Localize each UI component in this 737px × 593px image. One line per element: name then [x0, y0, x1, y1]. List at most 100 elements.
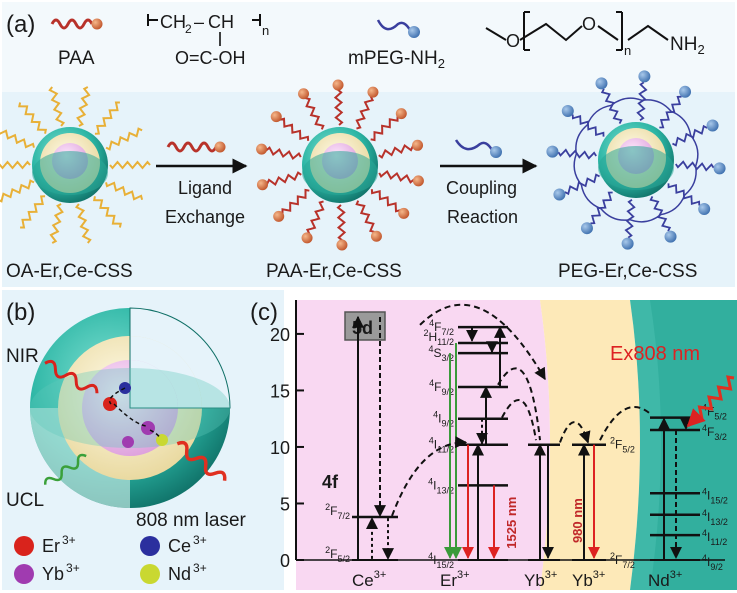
peg-end-ball — [595, 77, 608, 90]
svg-text:O: O — [582, 14, 596, 34]
paa-ball-icon — [91, 18, 103, 30]
paa-ligand — [355, 91, 375, 130]
step2-line1: Coupling — [446, 178, 517, 198]
paa-end-ball — [256, 179, 268, 191]
step1-line2: Exchange — [165, 207, 245, 227]
wl-1525: 1525 nm — [504, 497, 519, 549]
nir-wave-icon — [44, 359, 99, 394]
panel-a-legend-band — [2, 2, 735, 92]
svg-text:n: n — [624, 43, 631, 58]
paa-end-ball — [412, 139, 424, 151]
oa-ligand — [76, 86, 91, 127]
ion-bottom-yb: Yb3+ — [524, 569, 557, 590]
panel-a-label: (a) — [6, 11, 35, 38]
peg-crosslink — [690, 134, 699, 167]
svg-text:CH: CH — [208, 12, 234, 32]
particle-peg — [546, 70, 726, 250]
et-curve — [391, 436, 468, 517]
step2-chain-icon — [454, 139, 494, 151]
paa-ligand — [370, 111, 402, 142]
paa-formula: CH 2 – CH n O=C-OH — [147, 12, 269, 68]
term-label: 4I9/2 — [433, 410, 454, 429]
et-curve — [497, 367, 541, 441]
peg-chain — [571, 114, 605, 137]
svg-text:O=C-OH: O=C-OH — [175, 48, 246, 68]
shell-rim — [32, 151, 108, 195]
peg-chain — [624, 199, 636, 239]
particle-paa — [256, 79, 424, 251]
term-label: 4I11/2 — [702, 528, 727, 547]
paa-end-ball — [298, 88, 310, 100]
paa-end-ball — [256, 143, 268, 155]
paa-ligand — [333, 84, 344, 126]
step2-ball-icon — [490, 146, 502, 158]
ion-er-icon — [14, 536, 34, 556]
mpeg-name: mPEG-NH2 — [348, 48, 445, 71]
peg-chain — [649, 196, 672, 232]
peg-crosslink — [573, 153, 582, 186]
wl-980: 980 nm — [570, 498, 585, 543]
particle-paa-label: PAA-Er,Ce-CSS — [266, 261, 402, 282]
peg-crosslink — [600, 208, 631, 221]
peg-chain — [636, 81, 648, 121]
svg-text:–: – — [194, 12, 204, 32]
paa-end-ball — [332, 79, 344, 91]
oa-ligand — [0, 129, 35, 149]
zone-nd-inner — [650, 300, 737, 590]
panel-b-label: (b) — [6, 299, 35, 326]
svg-text:O: O — [506, 31, 520, 51]
ex-label: Ex808 nm — [610, 343, 700, 365]
svg-text:NH2: NH2 — [670, 34, 705, 57]
peg-end-ball — [638, 70, 651, 83]
particle-oa — [0, 86, 151, 244]
svg-text:2: 2 — [185, 22, 192, 36]
shell-rim — [598, 146, 674, 190]
ion-bottom-er: Er3+ — [440, 569, 470, 590]
paa-ligand — [260, 146, 302, 161]
ce-2f72: 2F7/2 — [325, 502, 350, 521]
oa-ligand — [20, 195, 46, 229]
laser-wave-icon — [176, 440, 227, 481]
label-4f: 4f — [322, 472, 339, 492]
step1-ball-icon — [214, 141, 226, 153]
svg-text:n: n — [262, 23, 269, 38]
peg-crosslink — [684, 165, 697, 196]
y-tick-label: 0 — [280, 551, 290, 571]
peg-crosslink — [586, 104, 612, 126]
y-tick-label: 10 — [270, 438, 290, 458]
peg-crosslink — [580, 184, 602, 210]
ce-2f52: 2F5/2 — [325, 545, 350, 564]
oa-ligand — [49, 203, 64, 244]
paa-end-ball — [395, 108, 407, 120]
oa-ligand — [94, 101, 120, 135]
paa-end-ball — [367, 86, 379, 98]
peg-chain — [659, 95, 682, 129]
peg-formula: O O n NH2 — [485, 11, 705, 58]
oa-ligand — [105, 181, 144, 201]
peg-chain — [557, 148, 597, 160]
paa-end-ball — [412, 175, 424, 187]
peg-end-ball — [713, 162, 726, 175]
peg-chain — [667, 183, 701, 206]
peg-end-ball — [664, 230, 677, 243]
step2-line2: Reaction — [447, 207, 518, 227]
term-label: 4S3/2 — [428, 344, 454, 363]
nd-dot — [156, 434, 168, 446]
term-label: 4I13/2 — [428, 476, 454, 495]
term-label: 2H11/2 — [423, 328, 454, 347]
oa-ligand — [74, 203, 92, 244]
nir-label: NIR — [6, 346, 39, 367]
peg-end-ball — [561, 104, 574, 117]
ion-bottom-nd: Nd3+ — [648, 569, 682, 590]
oa-ligand — [48, 86, 66, 127]
term-label: 4I15/2 — [428, 551, 454, 570]
term-label: 4I15/2 — [702, 486, 728, 505]
oa-ligand — [105, 127, 143, 151]
peg-crosslink — [610, 97, 643, 106]
paa-ligand — [355, 200, 380, 237]
